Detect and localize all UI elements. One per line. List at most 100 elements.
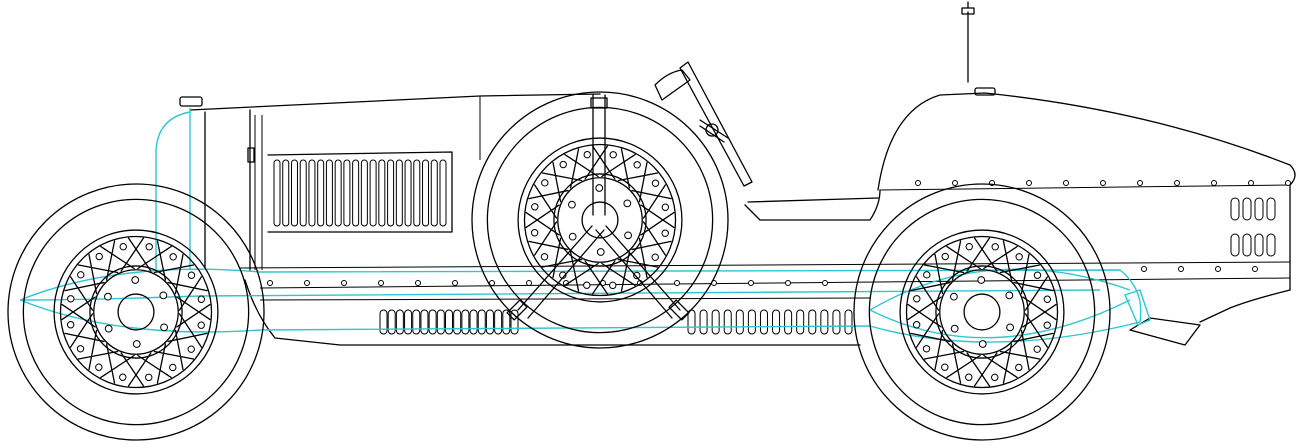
hood-louvre: [352, 159, 360, 227]
spoke-nipple: [991, 373, 999, 382]
spoke-nipple: [197, 321, 205, 329]
wheel-spoke: [617, 172, 659, 182]
wheel-spoke: [178, 313, 203, 348]
wheel-spoke: [966, 237, 991, 272]
hood-louvre: [273, 159, 281, 227]
fuel-cap: [974, 87, 996, 96]
hood-louvre: [439, 159, 447, 227]
spoke-nipple: [76, 345, 85, 353]
wheel-spoke: [601, 153, 636, 178]
wheel-spoke: [64, 281, 105, 292]
hub-bolt: [104, 324, 113, 333]
lower-louvre: [485, 309, 494, 335]
spoke-nipple: [1043, 295, 1052, 303]
wheel-spoke: [631, 240, 672, 251]
lower-louvre: [412, 309, 421, 335]
spoke-nipple: [77, 271, 85, 279]
rivet: [1215, 266, 1221, 272]
wheel-spoke: [591, 145, 616, 180]
rim-inner: [905, 235, 1059, 389]
wheel-spoke: [105, 240, 116, 281]
wheel-spoke: [69, 276, 94, 311]
wheel-spoke: [946, 245, 981, 270]
hub-bolt: [596, 248, 605, 256]
hood-louvre: [334, 159, 342, 227]
hub-bolt: [623, 199, 632, 208]
spoke-nipple: [540, 253, 549, 261]
wheel-spoke: [973, 352, 998, 387]
wheel-spoke: [1013, 281, 1054, 292]
hood-louvre: [290, 159, 298, 227]
lower-louvre: [420, 309, 429, 335]
lower-louvre: [379, 309, 388, 335]
hood-louvre: [369, 159, 377, 227]
tail-louvre: [1254, 197, 1264, 221]
hub-bolt: [950, 324, 959, 333]
wheel-spoke: [69, 313, 94, 348]
rivet: [304, 280, 310, 286]
tyre-inner: [868, 198, 1096, 426]
wheel-spoke: [176, 296, 211, 321]
rivet: [341, 280, 347, 286]
hub-bolt: [595, 184, 604, 192]
hood-louvre-panel: [267, 151, 453, 233]
wheel-spoke: [64, 332, 105, 343]
spoke-nipple: [661, 203, 670, 211]
hub-bolt: [1006, 323, 1014, 332]
hub-bolt: [624, 231, 632, 240]
spoke-nipple: [941, 363, 949, 371]
spoke-nipple: [559, 160, 567, 169]
hub-drum-inner: [93, 269, 179, 355]
wheel-spoke: [137, 245, 172, 270]
wheel-spoke: [156, 240, 167, 281]
hood-louvre: [430, 159, 438, 227]
wheel-spoke: [174, 253, 184, 295]
hood-louvre: [404, 159, 412, 227]
rivet: [1211, 180, 1217, 186]
lower-louvres-rear: [687, 309, 853, 335]
wheel-spoke: [174, 329, 184, 371]
spoke-nipple: [609, 281, 617, 290]
lower-louvre: [808, 309, 817, 335]
spoke-nipple: [197, 295, 206, 303]
spoke-nipple: [67, 295, 75, 303]
lower-louvre: [445, 309, 453, 335]
wheel-spoke: [1022, 303, 1057, 328]
rivet: [785, 280, 791, 286]
rim-outer: [517, 137, 683, 303]
wheel-spoke: [541, 258, 583, 268]
hub-bolt: [131, 276, 140, 284]
lower-louvre: [461, 309, 470, 335]
spare-wheel: [471, 91, 729, 349]
lower-louvre: [453, 309, 462, 335]
wheel-spoke: [528, 189, 569, 200]
hub-bolt: [1005, 291, 1014, 300]
lower-louvre: [820, 309, 829, 335]
hood-louvre: [308, 159, 316, 227]
wheel-spoke: [923, 264, 965, 274]
wheel-spoke: [1024, 313, 1049, 348]
hub-bolt: [568, 232, 577, 241]
hub-drum: [935, 265, 1029, 359]
hub-drum: [89, 265, 183, 359]
spoke-nipple: [583, 150, 591, 159]
lower-louvre: [784, 309, 793, 335]
lower-louvre: [469, 309, 478, 335]
spoke-nipple: [187, 271, 196, 279]
lower-louvre: [711, 309, 720, 335]
wheel-spoke: [564, 262, 599, 287]
wheel-spoke: [923, 350, 965, 360]
hood-louvre: [378, 159, 386, 227]
hood-louvre: [422, 159, 430, 227]
spoke-nipple: [923, 271, 931, 279]
spoke-nipple: [169, 253, 177, 261]
wheel-spoke: [1002, 240, 1013, 281]
hood-louvre: [395, 159, 403, 227]
wheel-spoke: [167, 332, 208, 343]
lower-louvre: [796, 309, 805, 335]
rivet: [822, 280, 828, 286]
wheel-spoke: [640, 211, 675, 236]
wheel-spoke: [176, 303, 211, 328]
tail-louvre: [1254, 233, 1264, 257]
